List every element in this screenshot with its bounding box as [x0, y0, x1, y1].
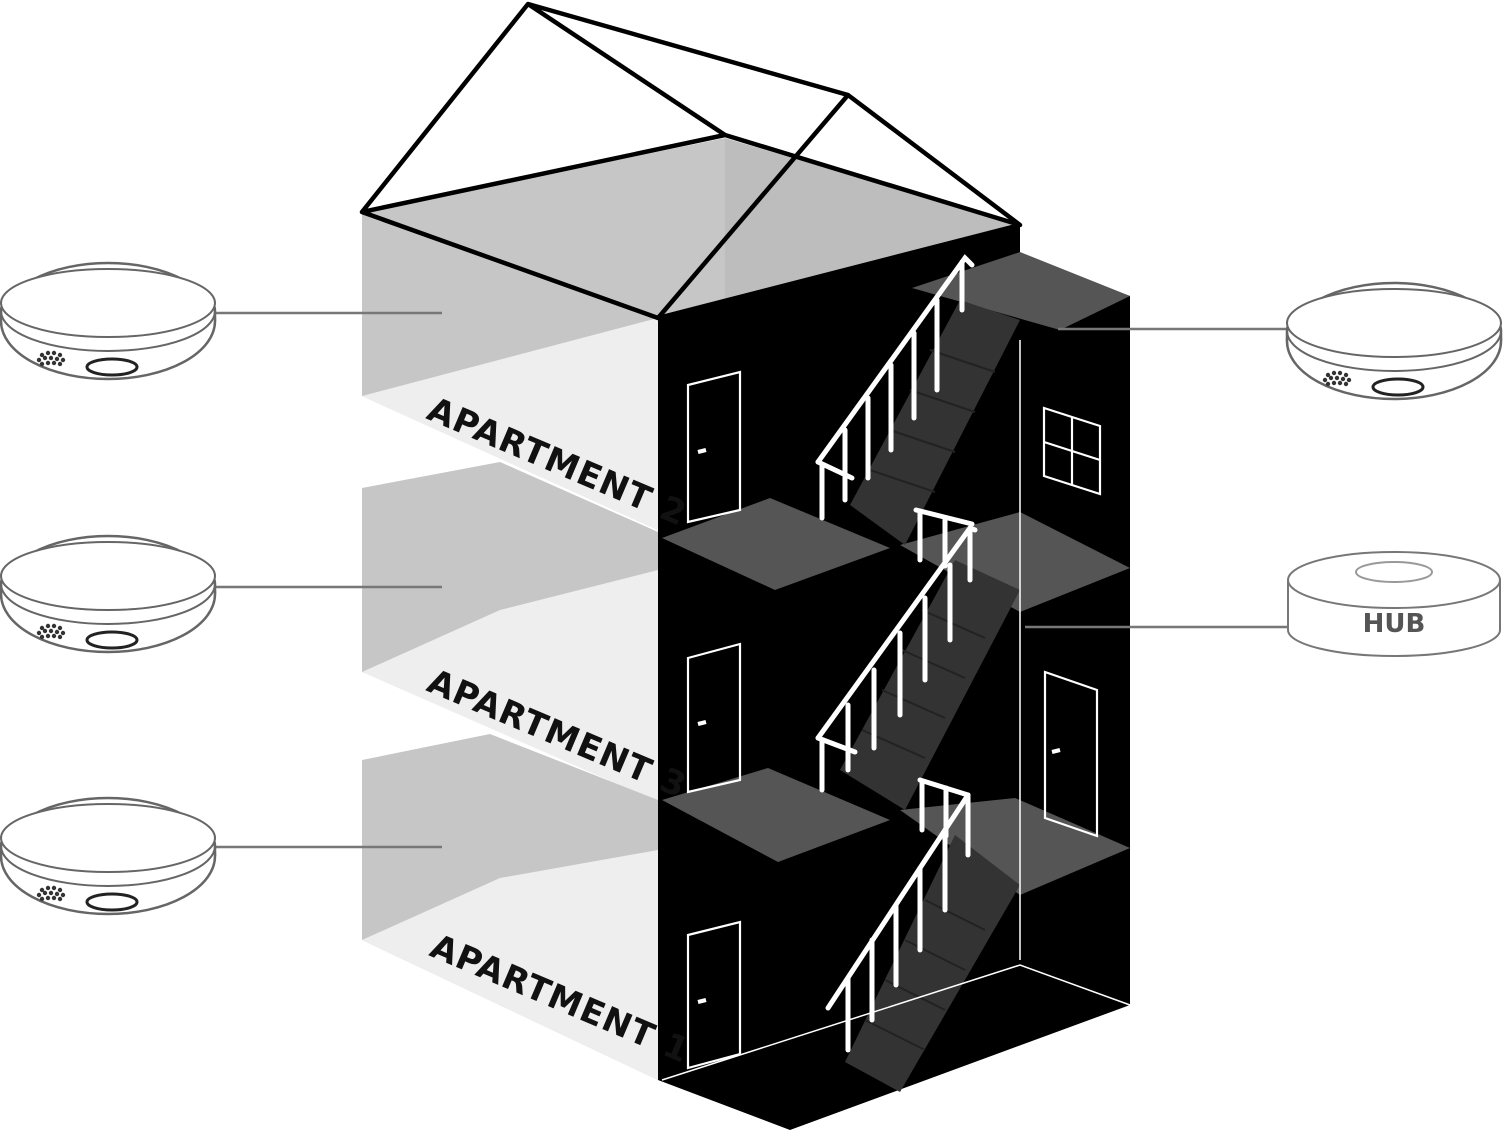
smoke-detector-icon	[0, 261, 217, 381]
connector-lines	[215, 311, 1290, 849]
smoke-detector-icon	[0, 534, 217, 654]
hub-device: HUB	[1287, 551, 1501, 657]
stairwell	[658, 225, 1131, 1130]
hub-label: HUB	[1363, 609, 1426, 639]
roof	[359, 1, 1023, 321]
apartment-walls	[362, 138, 1020, 1080]
smoke-detector-icon	[0, 796, 217, 916]
smoke-detector-icon	[1285, 281, 1503, 401]
